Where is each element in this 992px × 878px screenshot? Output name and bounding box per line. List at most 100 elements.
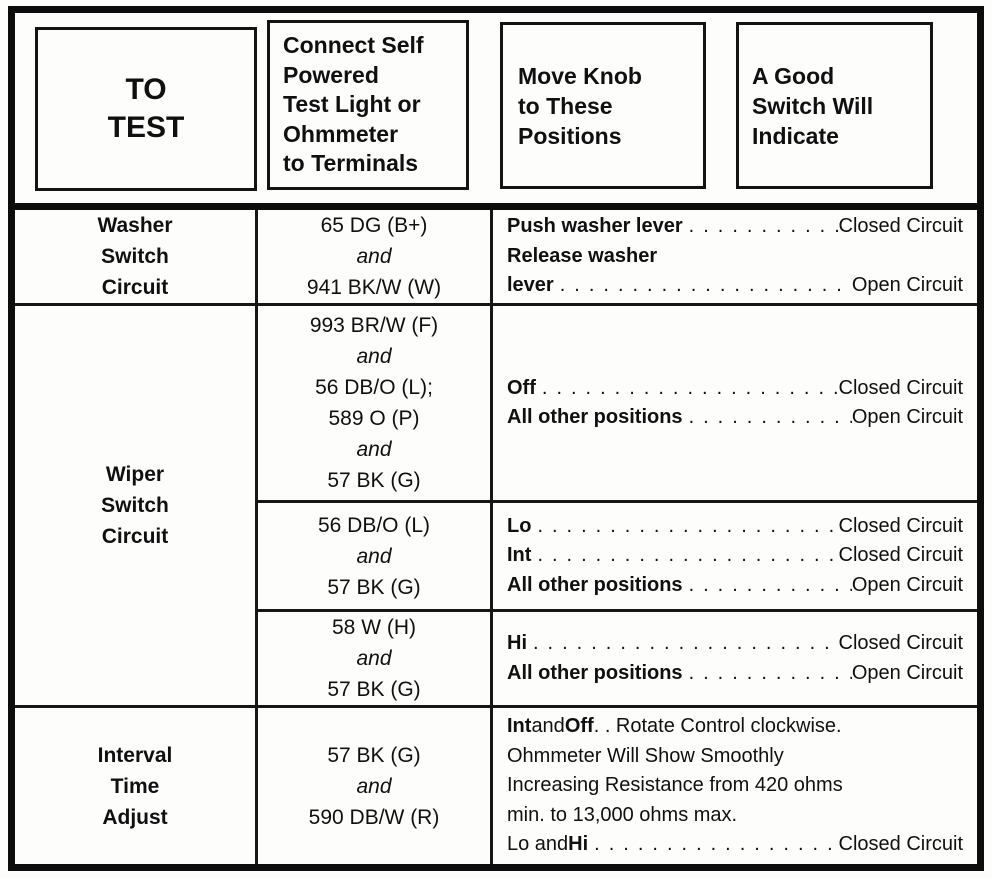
terminal-line: 57 BK (G) bbox=[327, 575, 421, 599]
terminal-line: 589 O (P) bbox=[328, 407, 420, 430]
to-test-line: Adjust bbox=[102, 805, 168, 829]
terminals-cell: 57 BK (G) and 590 DB/W (R) bbox=[258, 708, 493, 864]
position-segment: Ohmmeter Will Show Smoothly bbox=[507, 744, 784, 767]
terminals-cell: 58 W (H) and 57 BK (G) bbox=[258, 612, 493, 705]
position-segment: and bbox=[531, 715, 565, 738]
header-line: A Good bbox=[752, 62, 835, 89]
to-test-line: Wiper bbox=[105, 463, 165, 486]
header-box-to-test: TO TEST bbox=[35, 27, 257, 191]
terminal-line: and bbox=[356, 345, 392, 368]
position-line: Release washer bbox=[507, 242, 963, 272]
position-segment: Hi bbox=[568, 833, 589, 856]
position-line: All other positions.....................… bbox=[507, 571, 963, 601]
positions-cell: Push washer lever.......................… bbox=[493, 210, 977, 303]
dot-leader: ........................................… bbox=[594, 833, 838, 856]
position-segment: All other positions bbox=[507, 406, 683, 428]
header-box-move-knob: Move Knob to These Positions bbox=[500, 22, 706, 189]
header-line: TO bbox=[125, 73, 167, 106]
position-line: All other positions.....................… bbox=[507, 403, 963, 433]
position-segment: Hi bbox=[507, 632, 527, 654]
position-line: min. to 13,000 ohms max. bbox=[507, 801, 963, 831]
table-outer-frame: TO TEST Connect Self Powered Test Light … bbox=[8, 6, 984, 871]
terminal-line: 993 BR/W (F) bbox=[309, 314, 439, 337]
result-text: Open Circuit bbox=[851, 573, 963, 596]
position-segment: Push washer lever bbox=[507, 215, 683, 238]
terminal-line: 65 DG (B+) bbox=[320, 214, 428, 237]
dot-leader: ........................................… bbox=[688, 215, 839, 238]
header-box-good-switch: A Good Switch Will Indicate bbox=[736, 22, 933, 189]
position-line: Lo and Hi...............................… bbox=[507, 830, 963, 860]
terminal-line: 56 DB/O (L) bbox=[317, 513, 431, 537]
terminal-line: 56 DB/O (L); bbox=[315, 376, 433, 399]
position-segment: Off bbox=[507, 376, 536, 399]
terminal-line: 590 DB/W (R) bbox=[308, 805, 440, 829]
position-segment: lever bbox=[507, 274, 554, 297]
header-line: Move Knob bbox=[518, 62, 642, 89]
header-box-connect-terminals: Connect Self Powered Test Light or Ohmme… bbox=[267, 20, 469, 190]
position-segment: . . Rotate Control clockwise. bbox=[593, 715, 842, 738]
positions-cell: Off.....................................… bbox=[493, 306, 977, 500]
to-test-line: Time bbox=[110, 774, 160, 798]
terminal-line: 58 W (H) bbox=[332, 616, 416, 639]
position-segment: Lo and bbox=[507, 833, 569, 856]
position-line: Increasing Resistance from 420 ohms bbox=[507, 771, 963, 801]
dot-leader: ........................................… bbox=[541, 376, 839, 399]
dot-leader: ........................................… bbox=[537, 544, 838, 567]
to-test-line: Switch bbox=[101, 245, 169, 268]
dot-leader: ........................................… bbox=[537, 514, 838, 537]
table-subrow: 58 W (H) and 57 BK (G) Hi..................… bbox=[258, 612, 977, 705]
header-line: TEST bbox=[107, 111, 185, 144]
terminal-line: 57 BK (G) bbox=[327, 743, 421, 767]
terminal-line: 57 BK (G) bbox=[327, 678, 421, 701]
positions-cell: Lo......................................… bbox=[493, 503, 977, 609]
position-segment: Increasing Resistance from 420 ohms bbox=[507, 774, 843, 797]
table-subrow: 57 BK (G) and 590 DB/W (R) Int and Off . . … bbox=[258, 708, 977, 864]
to-test-line: Washer bbox=[97, 214, 173, 237]
header-line: Switch Will bbox=[752, 92, 874, 119]
position-segment: All other positions bbox=[507, 573, 683, 596]
terminal-line: and bbox=[356, 544, 392, 568]
terminal-line: and bbox=[356, 245, 392, 268]
header-line: to These bbox=[518, 92, 613, 119]
result-text: Closed Circuit bbox=[838, 376, 963, 399]
positions-cell: Hi......................................… bbox=[493, 612, 977, 705]
header-line: Indicate bbox=[752, 122, 839, 149]
to-test-line: Switch bbox=[101, 494, 169, 517]
position-line: lever...................................… bbox=[507, 271, 963, 301]
dot-leader: ........................................… bbox=[559, 274, 852, 297]
terminal-line: and bbox=[356, 647, 392, 670]
terminal-line: and bbox=[356, 774, 392, 798]
header-line: Positions bbox=[518, 122, 622, 149]
header-line: Test Light or bbox=[283, 91, 421, 118]
position-line: All other positions.....................… bbox=[507, 659, 963, 689]
header-line: Powered bbox=[283, 61, 379, 88]
position-segment: Lo bbox=[507, 514, 532, 537]
result-text: Closed Circuit bbox=[838, 632, 963, 654]
position-line: Lo......................................… bbox=[507, 512, 963, 542]
positions-cell: Int and Off . . Rotate Control clockwise… bbox=[493, 708, 977, 864]
position-segment: Int bbox=[507, 544, 532, 567]
position-segment: Int bbox=[507, 715, 532, 738]
result-text: Open Circuit bbox=[851, 661, 963, 684]
position-segment: Off bbox=[564, 715, 594, 738]
position-line: Int.....................................… bbox=[507, 541, 963, 571]
position-segment: min. to 13,000 ohms max. bbox=[507, 803, 738, 826]
to-test-line: Interval bbox=[97, 743, 173, 767]
terminals-cell: 56 DB/O (L) and 57 BK (G) bbox=[258, 503, 493, 609]
position-line: Ohmmeter Will Show Smoothly bbox=[507, 742, 963, 772]
table-header: TO TEST Connect Self Powered Test Light … bbox=[15, 13, 977, 210]
to-test-line: Circuit bbox=[101, 525, 169, 548]
dot-leader: ........................................… bbox=[688, 573, 852, 596]
